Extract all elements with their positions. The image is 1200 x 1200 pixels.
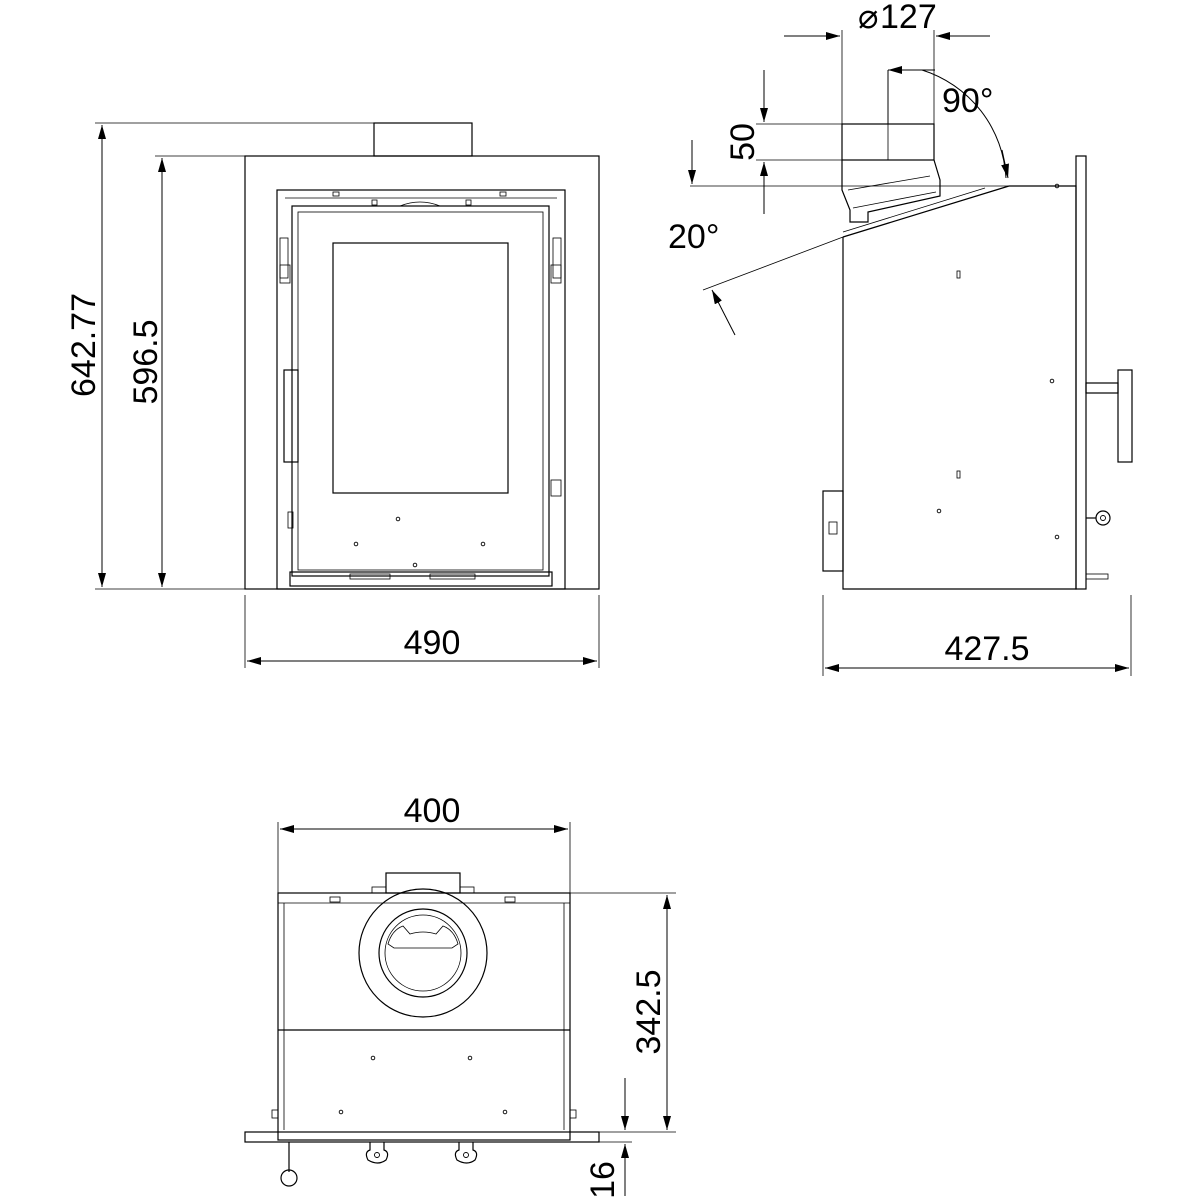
dim-front-body-height: 596.5 [127, 319, 165, 404]
dim-side-depth: 427.5 [944, 630, 1029, 668]
dim-top-width: 400 [404, 792, 461, 830]
side-dimensions: ⌀ 127 90° 50 20° 427.5 [668, 0, 1132, 676]
side-door-handle [1117, 369, 1133, 463]
dim-flue-collar-height: 50 [724, 123, 762, 161]
front-glass-window [332, 242, 509, 494]
front-dimensions: 642.77 596.5 490 [65, 122, 600, 668]
dim-flue-angle: 90° [942, 82, 993, 120]
dim-flue-diameter-symbol: ⌀ [858, 0, 878, 36]
side-view [822, 123, 1133, 590]
side-rear-box [822, 490, 844, 572]
dim-top-plate-thickness: 16 [584, 1161, 622, 1199]
front-view [244, 122, 600, 590]
front-flue-stub [373, 122, 473, 157]
top-flue-ring-outer [358, 888, 488, 1018]
dim-flue-diameter: 127 [880, 0, 937, 36]
side-front-plate [1075, 155, 1087, 590]
side-body-outline [842, 185, 1077, 590]
front-door-handle [283, 369, 299, 463]
dim-top-depth: 342.5 [630, 969, 668, 1054]
top-body-outline [277, 892, 571, 1141]
top-front-plate [244, 1131, 600, 1143]
front-inner-frame [276, 189, 566, 590]
dim-front-width: 490 [404, 624, 461, 662]
dim-top-angle: 20° [668, 218, 719, 256]
front-door [291, 205, 550, 577]
top-view [244, 872, 600, 1187]
top-control-knob [280, 1169, 298, 1187]
top-dimensions: 400 342.5 16 [277, 792, 676, 1199]
dim-front-total-height: 642.77 [65, 293, 103, 397]
